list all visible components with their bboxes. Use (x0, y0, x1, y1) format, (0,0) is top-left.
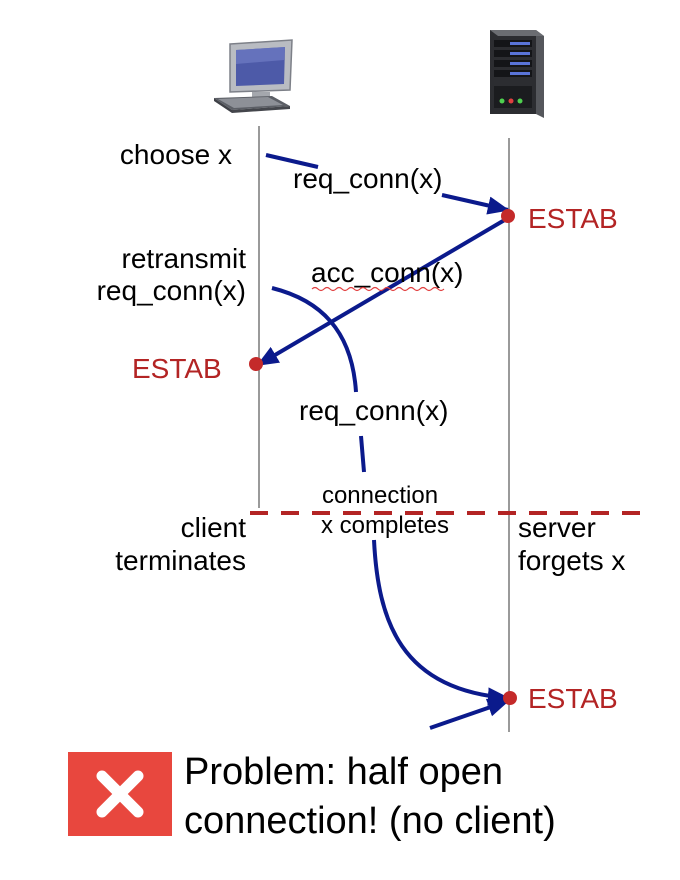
req-conn-label-1: req_conn(x) (293, 163, 442, 194)
retransmit-req-conn-label: req_conn(x) (97, 275, 246, 306)
req-conn-arrow-1 (265, 153, 508, 210)
spellcheck-underline (311, 286, 445, 292)
server-estab-label-2: ESTAB (528, 683, 618, 714)
connection-completes-label-2: x completes (321, 512, 449, 539)
server-tower-icon (490, 30, 544, 118)
x-mark-icon (68, 752, 172, 836)
choose-x-label: choose x (120, 139, 232, 170)
acc-conn-arrow (256, 216, 510, 367)
connection-completes-label-1: connection (322, 482, 438, 509)
problem-line-1: Problem: half open (184, 751, 503, 793)
client-terminates-label-2: terminates (115, 545, 246, 576)
server-estab-dot-2 (503, 691, 517, 705)
desktop-computer-icon (214, 39, 293, 113)
client-terminates-label-1: client (181, 512, 247, 543)
problem-statement: Problem: half open connection! (no clien… (184, 748, 674, 846)
server-forgets-label-2: forgets x (518, 545, 625, 576)
req-conn-arrow-2-mid (359, 435, 366, 473)
server-forgets-label-1: server (518, 512, 596, 543)
outgoing-arrow (429, 698, 510, 730)
acc-conn-label: acc_conn(x) (311, 257, 464, 288)
retransmit-label: retransmit (122, 243, 247, 274)
client-estab-dot (249, 357, 263, 371)
req-conn-arrow-2-lower (372, 539, 510, 706)
server-estab-label-1: ESTAB (528, 203, 618, 234)
server-estab-dot-1 (501, 209, 515, 223)
problem-line-2: connection! (no client) (184, 800, 556, 842)
req-conn-label-2: req_conn(x) (299, 395, 448, 426)
req-conn-arrow-2-upper (271, 286, 358, 393)
client-estab-label: ESTAB (132, 353, 222, 384)
